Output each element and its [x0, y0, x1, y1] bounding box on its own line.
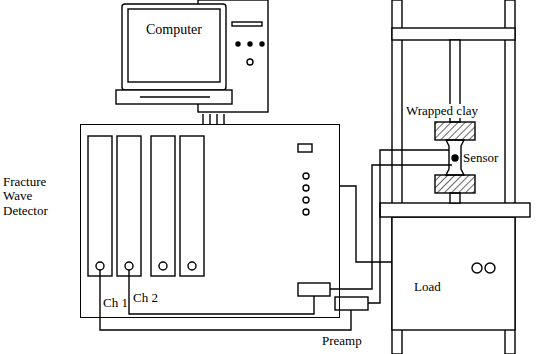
- channel-label: Ch 2: [133, 291, 158, 305]
- top-beam: [392, 28, 515, 40]
- preamp-label: Preamp: [322, 334, 362, 348]
- preamp-box: [298, 283, 330, 296]
- sensor-wire: [330, 165, 452, 289]
- crosshead: [380, 203, 530, 217]
- knob: [303, 185, 309, 191]
- channel-socket: [125, 262, 133, 270]
- load-wire: [340, 186, 392, 262]
- tower-led: [236, 42, 240, 46]
- signal-wire: [129, 270, 314, 314]
- detector-module: [151, 136, 175, 276]
- frame-base: [392, 217, 515, 330]
- pull-rod: [450, 193, 460, 203]
- knob: [303, 209, 309, 215]
- drive-slot: [232, 22, 262, 26]
- knob: [303, 197, 309, 203]
- fracture-wave-detector: Fracture Wave Detector: [80, 124, 340, 318]
- grip-label: Wrapped clay: [404, 104, 480, 118]
- sensor-label: Sensor: [463, 151, 498, 165]
- knob: [303, 173, 309, 179]
- node-label: Fracture Wave Detector: [3, 175, 75, 218]
- power-button: [247, 59, 253, 65]
- base-slot: [140, 96, 210, 97]
- clay-grip: [435, 122, 475, 140]
- signal-wire: [100, 270, 351, 330]
- control-knob: [485, 263, 495, 273]
- detector-module: [88, 136, 112, 276]
- channel-socket: [159, 262, 167, 270]
- monitor-case: [122, 4, 226, 90]
- detector-module: [180, 136, 204, 276]
- load-label: Load: [414, 280, 441, 294]
- monitor-screen: [128, 9, 220, 82]
- detector-module: [117, 136, 141, 276]
- sensor-dot: [452, 155, 458, 161]
- channel-socket: [188, 262, 196, 270]
- channel-socket: [96, 262, 104, 270]
- channel-label: Ch 1: [103, 296, 128, 310]
- specimen: [446, 140, 464, 175]
- tower-led: [260, 42, 264, 46]
- tower-led: [248, 42, 252, 46]
- sensor-wire: [368, 150, 449, 303]
- clay-grip: [435, 175, 475, 193]
- computer: Computer: [120, 0, 272, 114]
- cable: [203, 114, 224, 124]
- indicator: [298, 144, 312, 152]
- control-knob: [472, 263, 482, 273]
- node-label: Computer: [128, 22, 220, 37]
- monitor-base: [116, 90, 232, 104]
